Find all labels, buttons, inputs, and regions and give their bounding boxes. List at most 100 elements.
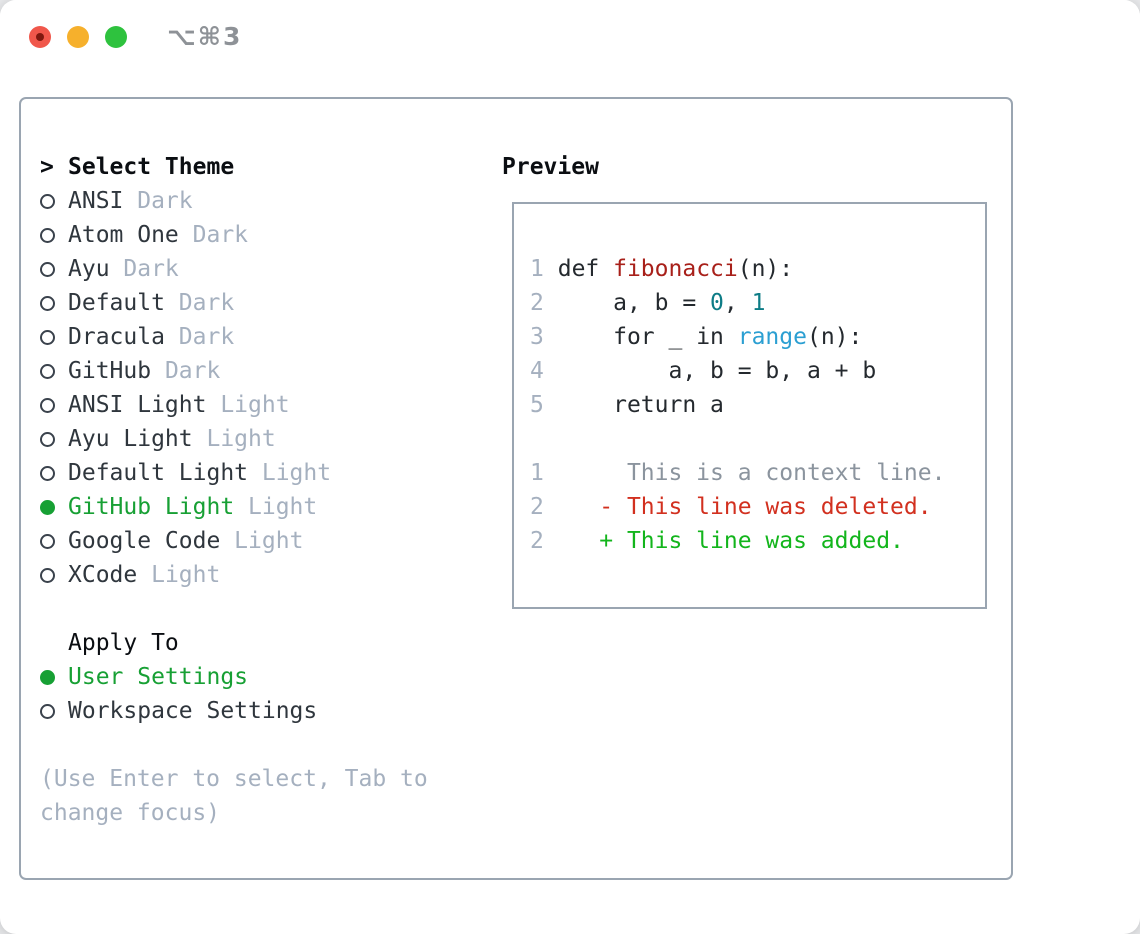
- theme-variant-tag: Dark: [123, 188, 193, 214]
- window-title: ⌥⌘3: [167, 22, 243, 51]
- preview-label: Preview: [502, 154, 599, 180]
- apply-option[interactable]: User Settings: [40, 660, 480, 694]
- theme-option[interactable]: GitHub Light Light: [40, 490, 480, 524]
- traffic-lights: [29, 26, 127, 48]
- line-number: 1: [530, 460, 544, 486]
- close-dot-icon: [36, 33, 44, 41]
- radio-icon: [40, 295, 55, 311]
- line-number: 2: [530, 528, 544, 554]
- code-segment-plain: ,: [723, 290, 752, 316]
- diff-text: This is a context line.: [599, 460, 946, 486]
- caret-icon: >: [40, 154, 54, 180]
- apply-to-header: Apply To: [40, 626, 480, 660]
- radio-icon: [40, 261, 55, 277]
- theme-variant-tag: Dark: [151, 358, 221, 384]
- apply-option[interactable]: Workspace Settings: [40, 694, 480, 728]
- code-line: 1 def fibonacci(n):: [530, 252, 985, 286]
- theme-option[interactable]: ANSI Dark: [40, 184, 480, 218]
- radio-cell: [40, 261, 68, 277]
- radio-cell: [40, 329, 68, 345]
- line-number: 2: [530, 290, 544, 316]
- theme-name: GitHub Light: [68, 494, 235, 520]
- code-line: 5 return a: [530, 388, 985, 422]
- theme-variant-tag: Dark: [178, 222, 249, 248]
- theme-variant-tag: Light: [192, 426, 276, 452]
- theme-option[interactable]: Atom One Dark: [40, 218, 480, 252]
- preview-header: Preview: [502, 150, 599, 184]
- radio-cell: [40, 193, 68, 209]
- theme-option[interactable]: Ayu Dark: [40, 252, 480, 286]
- radio-icon: [40, 227, 55, 243]
- theme-variant-tag: Light: [234, 494, 318, 520]
- radio-icon: [40, 431, 55, 447]
- select-theme-header: > Select Theme: [40, 150, 480, 184]
- theme-variant-tag: Light: [220, 528, 304, 554]
- theme-variant-tag: Light: [206, 392, 290, 418]
- code-line: 3 for _ in range(n):: [530, 320, 985, 354]
- code-segment-plain: a, b = b, a + b: [557, 358, 877, 384]
- theme-option[interactable]: Dracula Dark: [40, 320, 480, 354]
- code-segment-number: 0: [710, 290, 724, 316]
- apply-to-label: Apply To: [68, 630, 179, 656]
- radio-icon: [40, 465, 55, 481]
- theme-name: Atom One: [68, 222, 179, 248]
- theme-name: Default: [68, 290, 165, 316]
- theme-variant-tag: Dark: [164, 324, 235, 350]
- theme-option[interactable]: Default Light Light: [40, 456, 480, 490]
- radio-cell: [40, 431, 68, 447]
- apply-option-label: Workspace Settings: [68, 698, 318, 724]
- radio-icon: [40, 329, 55, 345]
- close-button[interactable]: [29, 26, 51, 48]
- radio-cell: [40, 397, 68, 413]
- radio-icon: [40, 397, 55, 413]
- select-theme-label: Select Theme: [68, 154, 235, 180]
- theme-option[interactable]: XCode Light: [40, 558, 480, 592]
- diff-text: - This line was deleted.: [599, 494, 932, 520]
- line-number: 2: [530, 494, 544, 520]
- radio-selected-icon: [40, 499, 55, 515]
- theme-name: Dracula: [68, 324, 165, 350]
- radio-cell: [40, 533, 68, 549]
- theme-variant-tag: Light: [248, 460, 332, 486]
- help-text: (Use Enter to select, Tab to change focu…: [40, 766, 428, 826]
- radio-cell: [40, 669, 68, 685]
- radio-cell: [40, 295, 68, 311]
- theme-option[interactable]: Default Dark: [40, 286, 480, 320]
- code-segment-plain: a, b =: [557, 290, 711, 316]
- theme-option[interactable]: ANSI Light Light: [40, 388, 480, 422]
- theme-name: ANSI Light: [68, 392, 207, 418]
- radio-cell: [40, 703, 68, 719]
- diff-line-deleted: 2 - This line was deleted.: [530, 490, 985, 524]
- theme-name: GitHub: [68, 358, 152, 384]
- theme-name: Google Code: [68, 528, 221, 554]
- zoom-button[interactable]: [105, 26, 127, 48]
- code-segment-plain: for _ in: [557, 324, 738, 350]
- minimize-button[interactable]: [67, 26, 89, 48]
- code-line: 2 a, b = 0, 1: [530, 286, 985, 320]
- radio-icon: [40, 363, 55, 379]
- theme-variant-tag: Dark: [164, 290, 235, 316]
- radio-icon: [40, 567, 55, 583]
- line-number: 3: [530, 324, 544, 350]
- code-line: 4 a, b = b, a + b: [530, 354, 985, 388]
- line-number: 1: [530, 256, 544, 282]
- theme-option[interactable]: Google Code Light: [40, 524, 480, 558]
- gap: [40, 592, 480, 626]
- radio-icon: [40, 193, 55, 209]
- theme-name: Default Light: [68, 460, 249, 486]
- theme-name: XCode: [68, 562, 138, 588]
- line-number: 5: [530, 392, 544, 418]
- theme-name: Ayu: [68, 256, 110, 282]
- radio-icon: [40, 703, 55, 719]
- code-segment-plain: return a: [557, 392, 724, 418]
- code-segment-plain: def: [557, 256, 614, 282]
- theme-option[interactable]: GitHub Dark: [40, 354, 480, 388]
- theme-option[interactable]: Ayu Light Light: [40, 422, 480, 456]
